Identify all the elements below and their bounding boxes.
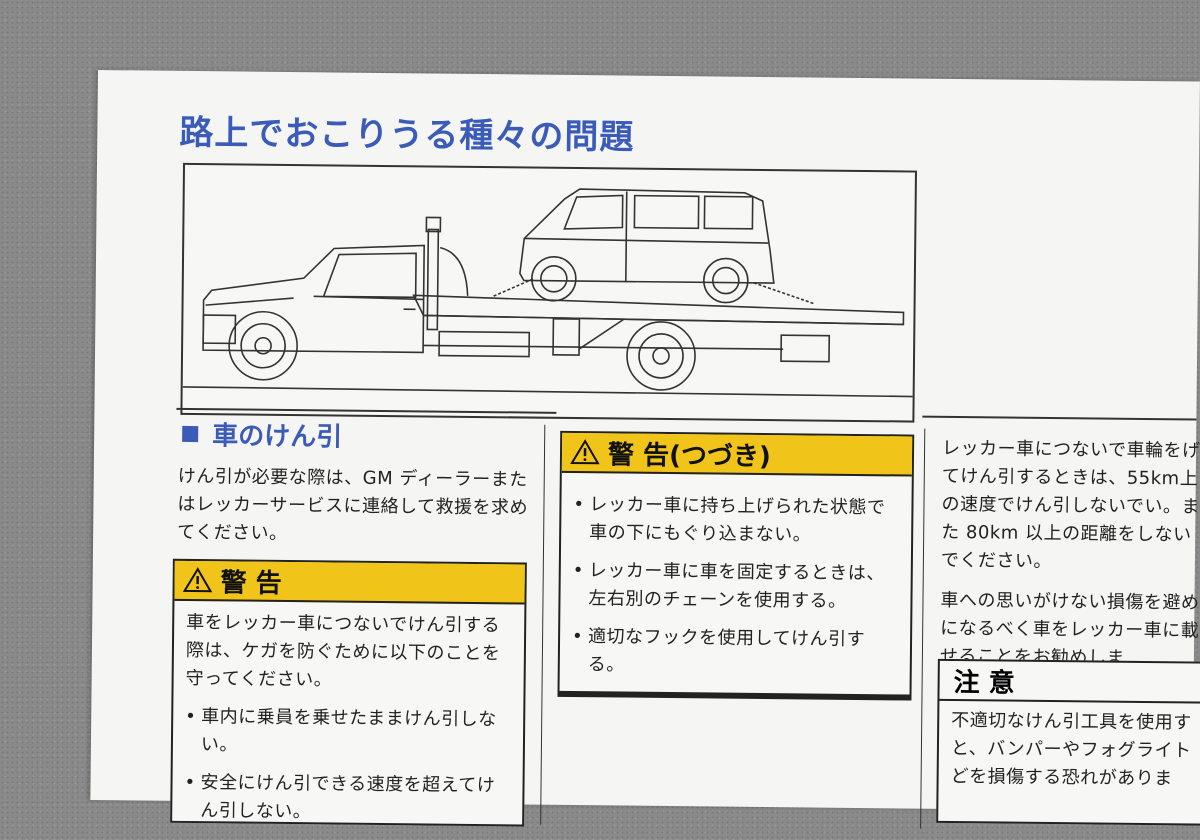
caution-box: 注 意 不適切なけん引工具を使用すと、バンパーやフォグライトどを損傷する恐れがあ… [936, 659, 1200, 826]
warning-label: 警 告(つづき) [608, 434, 771, 473]
manual-page: 路上でおこりうる種々の問題 [90, 70, 1200, 811]
paragraph: レッカー車につないで車輪をげてけん引するときは、55km上の速度でけん引しないで… [941, 435, 1200, 578]
section-heading-text: 車のけん引 [212, 421, 342, 452]
divider-line [922, 416, 1196, 421]
warning-label: 警 告 [220, 562, 281, 600]
warning-triangle-icon [570, 439, 600, 465]
warning-header: 警 告(つづき) [562, 433, 912, 477]
tow-truck-illustration [180, 163, 917, 423]
warning-intro: 車をレッカー車につないでけん引する際は、ケガを防ぐために以下のことを守ってくださ… [185, 609, 514, 696]
warning-box: 警 告 車をレッカー車につないでけん引する際は、ケガを防ぐために以下のことを守っ… [170, 559, 527, 827]
column-divider [920, 429, 925, 829]
caution-text: 不適切なけん引工具を使用すと、バンパーやフォグライトどを損傷する恐れがありま [938, 701, 1200, 800]
warning-continued-box: 警 告(つづき) レッカー車に持ち上げられた状態で車の下にもぐり込まない。 レッ… [557, 431, 914, 701]
right-column-text: レッカー車につないで車輪をげてけん引するときは、55km上の速度でけん引しないで… [940, 435, 1200, 674]
warning-triangle-icon [183, 567, 213, 593]
warning-bullet: レッカー車に持ち上げられた状態で車の下にもぐり込まない。 [573, 491, 902, 550]
caution-label: 注 意 [939, 661, 1200, 704]
tow-truck-van-drawing [182, 165, 915, 421]
warning-bullet: 車内に乗員を乗せたままけん引しない。 [185, 703, 514, 762]
intro-paragraph: けん引が必要な際は、GM ディーラーまたはレッカーサービスに連絡して救援を求めて… [177, 463, 538, 551]
column-divider [540, 425, 545, 825]
square-bullet-icon [182, 425, 198, 441]
warning-bullet: 安全にけん引できる速度を超えてけん引しない。 [184, 769, 513, 828]
page-title: 路上でおこりうる種々の問題 [179, 105, 634, 159]
warning-bullet: レッカー車に車を固定するときは、左右別のチェーンを使用する。 [572, 557, 901, 616]
warning-header: 警 告 [174, 561, 524, 605]
section-heading: 車のけん引 [182, 415, 342, 454]
warning-bullet: 適切なフックを使用してけん引する。 [572, 623, 901, 682]
